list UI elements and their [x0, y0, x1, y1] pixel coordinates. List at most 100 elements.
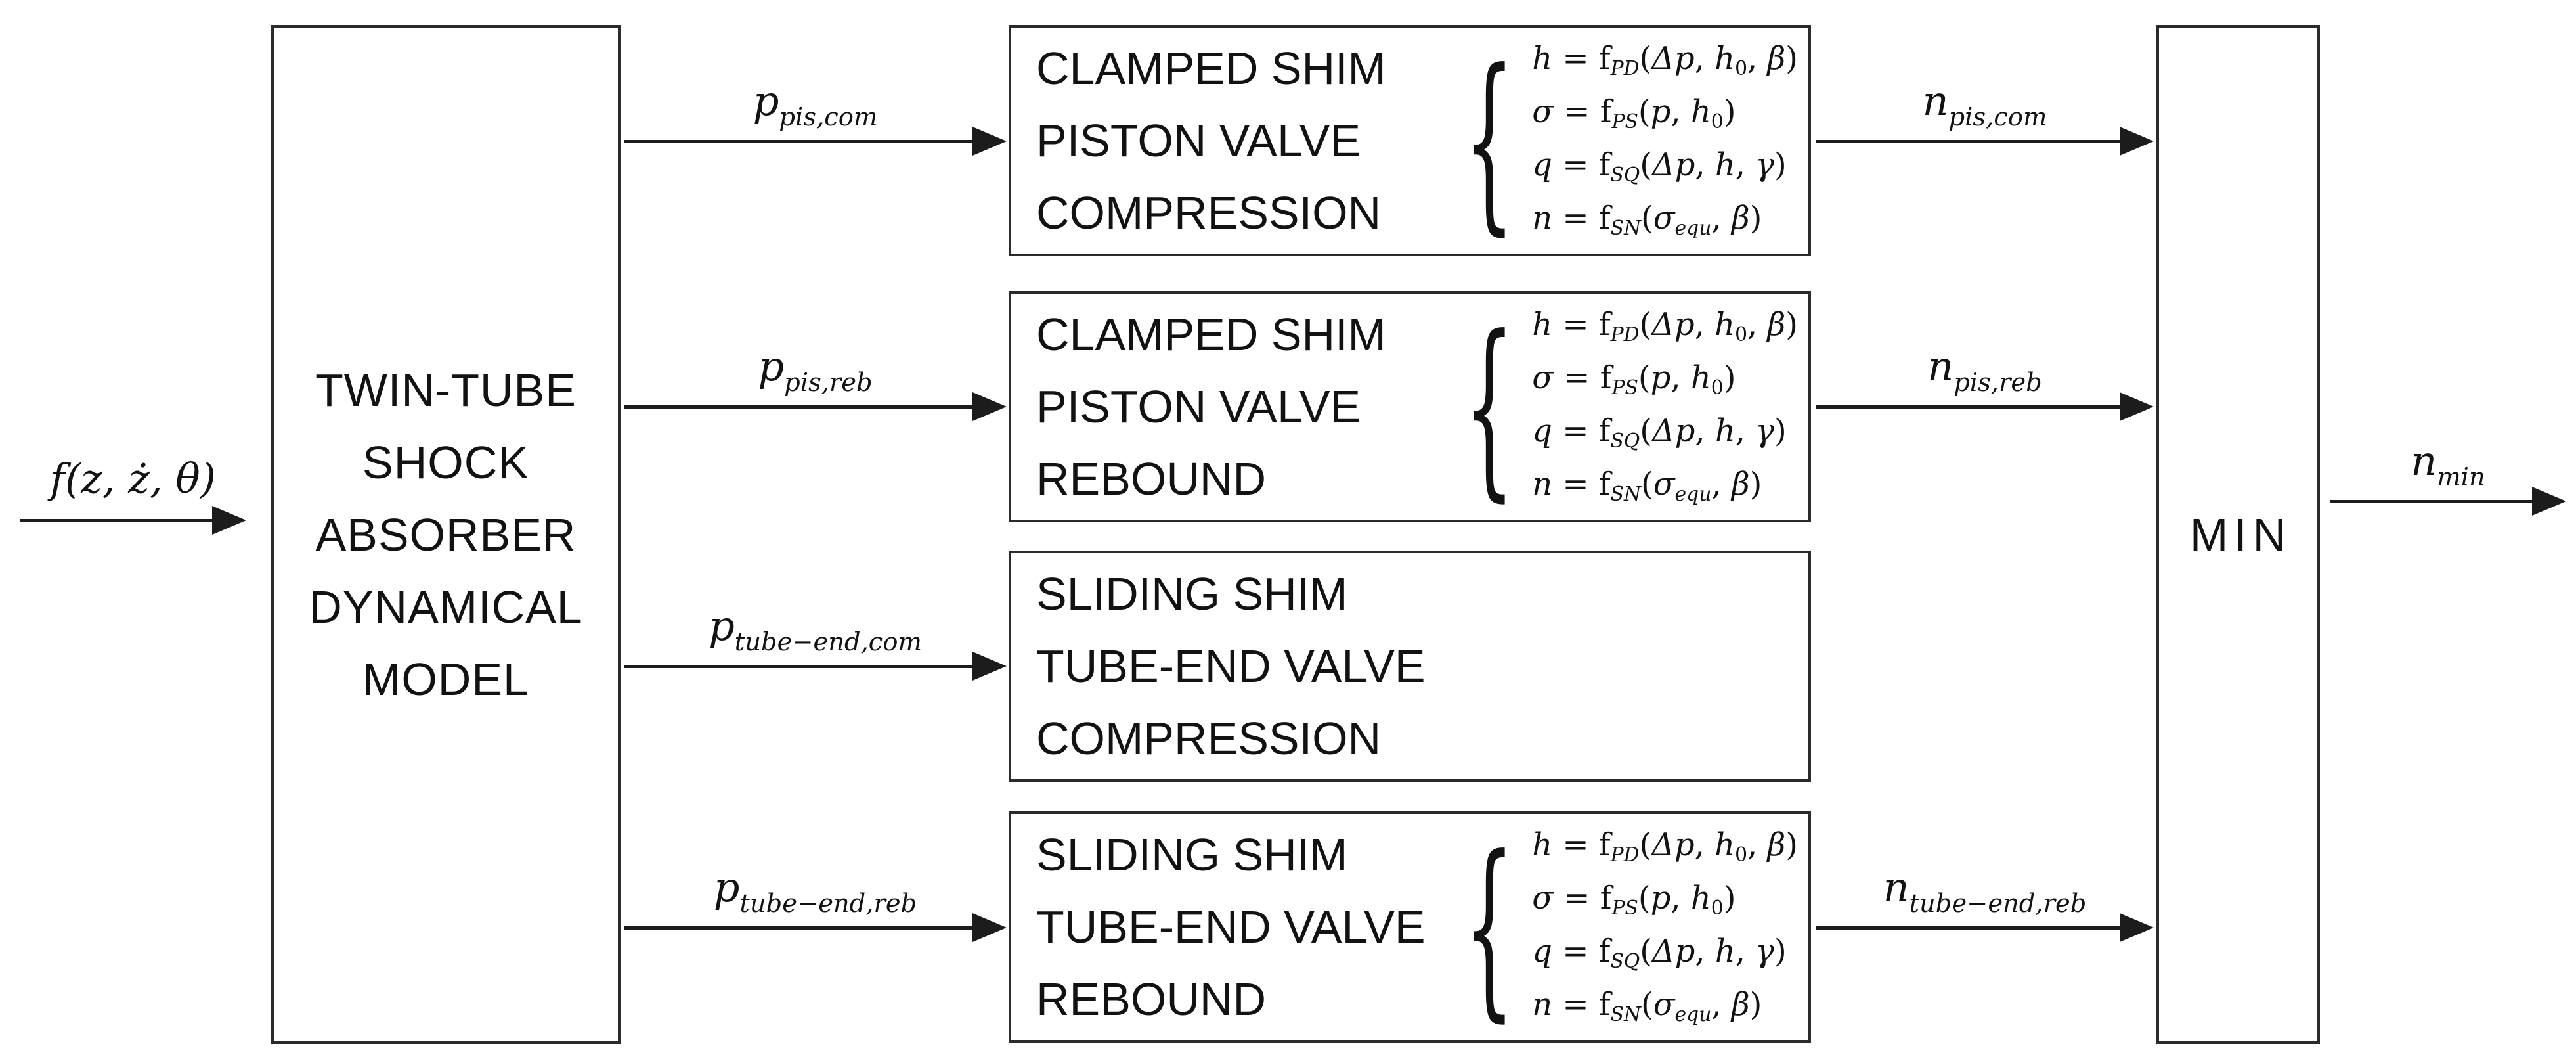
math-token: 0: [1735, 56, 1747, 80]
equation-line: n = fSN(σequ, β): [1532, 194, 1798, 247]
math-token: β: [1731, 466, 1750, 503]
math-token: h: [1714, 826, 1736, 863]
math-token: q: [1532, 413, 1552, 449]
math-token: β: [1731, 986, 1750, 1023]
math-token: f: [1598, 826, 1611, 863]
math-token: p: [1650, 880, 1671, 916]
math-token: ,: [1694, 306, 1715, 343]
valve-box-tube-end-rebound: SLIDING SHIM TUBE-END VALVE REBOUND { h …: [1009, 811, 1811, 1043]
math-token: n: [1532, 200, 1553, 237]
valve-title-line: COMPRESSION: [1036, 713, 1382, 764]
math-token: (: [1641, 986, 1653, 1023]
math-token: γ: [1755, 933, 1774, 970]
math-token: ,: [1670, 880, 1691, 916]
math-token: equ: [1674, 216, 1712, 240]
math-token: p: [1650, 93, 1671, 130]
math-token: ,: [1735, 933, 1756, 970]
model-title-line: TWIN-TUBE: [315, 364, 577, 416]
equation-line: σ = fPS(p, h0): [1532, 874, 1798, 927]
math-token: PD: [1610, 843, 1640, 867]
math-token: SN: [1610, 482, 1642, 506]
model-title-line: DYNAMICAL: [309, 581, 583, 633]
math-token: h: [1714, 146, 1736, 183]
valve-title-line: TUBE-END VALVE: [1036, 641, 1426, 692]
math-token: ): [1774, 933, 1787, 970]
arrowhead-icon: [972, 392, 1007, 421]
math-token: Δp: [1651, 40, 1695, 77]
arrowhead-icon: [972, 913, 1007, 942]
valve-title-line: PISTON VALVE: [1036, 381, 1361, 432]
math-token: (: [1638, 880, 1651, 916]
math-token: σ: [1532, 93, 1554, 130]
label-subscript: pis,com: [1948, 102, 2047, 132]
math-token: SQ: [1610, 949, 1640, 973]
equation-line: σ = fPS(p, h0): [1532, 353, 1798, 407]
valve-box-piston-rebound: CLAMPED SHIM PISTON VALVE REBOUND { h = …: [1009, 291, 1811, 522]
math-token: 0: [1711, 376, 1724, 399]
math-token: 0: [1735, 843, 1747, 867]
label-subscript: pis,reb: [784, 367, 873, 397]
equation-line: q = fSQ(Δp, h, γ): [1532, 927, 1798, 980]
equation-lines: h = fPD(Δp, h0, β) σ = fPS(p, h0) q = fS…: [1532, 300, 1798, 513]
math-token: (: [1638, 93, 1651, 130]
math-token: ,: [1695, 933, 1715, 970]
equation-line: h = fPD(Δp, h0, β): [1532, 821, 1798, 874]
brace-icon: {: [1464, 815, 1516, 1039]
math-token: ,: [1747, 306, 1768, 343]
math-token: ): [1749, 200, 1762, 237]
math-token: ): [1774, 146, 1787, 183]
model-box-title: TWIN-TUBE SHOCK ABSORBER DYNAMICAL MODEL: [309, 354, 582, 715]
math-token: f: [1598, 986, 1611, 1023]
math-token: h: [1714, 40, 1736, 77]
math-token: f: [1598, 466, 1611, 503]
math-token: ,: [1695, 146, 1715, 183]
math-token: =: [1553, 93, 1600, 130]
math-token: f: [1598, 200, 1611, 237]
math-token: =: [1553, 880, 1600, 916]
math-token: σ: [1532, 880, 1554, 916]
math-token: ): [1749, 986, 1762, 1023]
math-token: (: [1639, 40, 1652, 77]
model-box: TWIN-TUBE SHOCK ABSORBER DYNAMICAL MODEL: [271, 25, 621, 1044]
equation-line: n = fSN(σequ, β): [1532, 460, 1798, 513]
model-title-line: MODEL: [362, 653, 529, 705]
math-token: σ: [1653, 466, 1675, 503]
math-token: (: [1639, 306, 1652, 343]
brace-icon: {: [1464, 295, 1516, 518]
arrow-n-pis-reb: [1816, 392, 2154, 422]
equation-system: { h = fPD(Δp, h0, β) σ = fPS(p, h0) q = …: [1428, 34, 1798, 247]
arrowhead-icon: [2532, 487, 2566, 516]
valve-box-title: CLAMPED SHIM PISTON VALVE REBOUND: [1036, 298, 1386, 515]
arrow-shaft: [624, 139, 972, 143]
min-box-label: MIN: [2189, 508, 2292, 560]
arrow-shaft: [20, 518, 212, 522]
math-token: SQ: [1610, 429, 1640, 453]
math-token: σ: [1653, 986, 1675, 1023]
math-token: =: [1552, 40, 1599, 77]
equation-line: n = fSN(σequ, β): [1532, 980, 1798, 1033]
math-token: ): [1785, 826, 1798, 863]
equation-lines: h = fPD(Δp, h0, β) σ = fPS(p, h0) q = fS…: [1532, 821, 1798, 1033]
input-arrow: [20, 505, 246, 535]
math-token: ): [1723, 359, 1736, 396]
valve-box-title: SLIDING SHIM TUBE-END VALVE REBOUND: [1036, 819, 1426, 1035]
math-token: h: [1714, 306, 1736, 343]
math-token: SN: [1610, 1003, 1642, 1026]
arrowhead-icon: [972, 127, 1007, 156]
label-base: p: [713, 863, 740, 911]
math-token: SQ: [1610, 163, 1640, 187]
arrow-shaft: [624, 926, 972, 930]
math-token: f: [1600, 93, 1612, 130]
math-token: f: [1598, 146, 1611, 183]
math-token: 0: [1711, 896, 1724, 920]
label-base: p: [709, 602, 735, 650]
math-token: equ: [1674, 482, 1712, 506]
math-token: =: [1552, 306, 1599, 343]
math-token: ,: [1670, 93, 1691, 130]
math-token: SN: [1610, 216, 1642, 240]
math-token: PS: [1611, 376, 1638, 399]
math-token: γ: [1755, 146, 1774, 183]
valve-title-line: SLIDING SHIM: [1036, 829, 1348, 880]
